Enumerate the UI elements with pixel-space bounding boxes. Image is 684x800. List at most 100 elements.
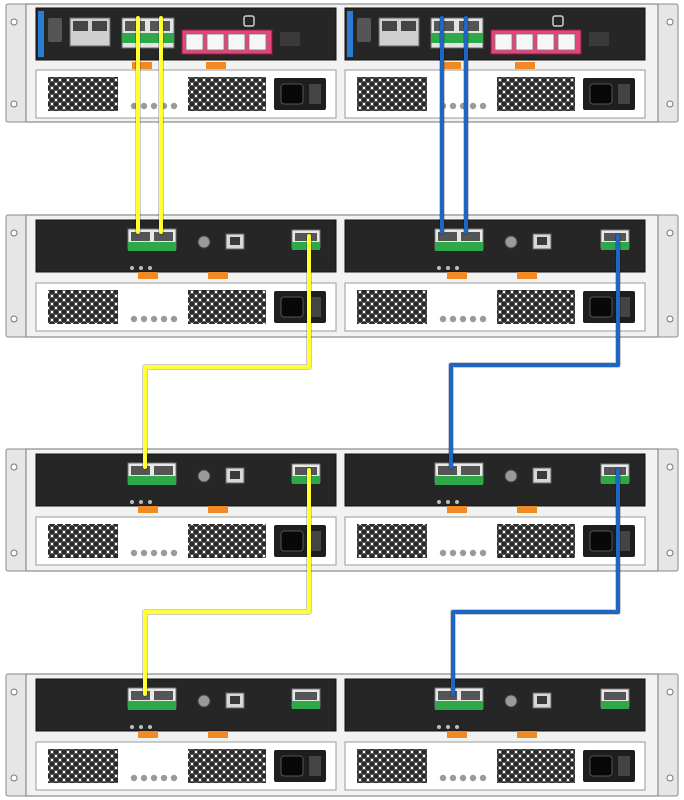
id-button[interactable] — [197, 235, 211, 249]
cable-yellow[interactable] — [143, 468, 311, 696]
ethernet-port-icon[interactable] — [225, 692, 245, 709]
usb-console-port[interactable] — [48, 18, 62, 42]
sas-port[interactable] — [438, 466, 457, 475]
power-switch[interactable] — [309, 531, 321, 551]
sas-port[interactable] — [154, 232, 173, 241]
orange-latch[interactable] — [517, 731, 537, 738]
sas-port[interactable] — [154, 691, 173, 700]
rack-screw — [10, 688, 18, 696]
sas-port-out-icon[interactable] — [600, 688, 630, 709]
orange-latch[interactable] — [517, 272, 537, 279]
sas-port-icon[interactable] — [127, 228, 177, 251]
power-switch[interactable] — [309, 297, 321, 317]
sas-port[interactable] — [461, 691, 480, 700]
ethernet-port-icon[interactable] — [532, 467, 552, 484]
host-port[interactable] — [206, 33, 225, 51]
network-port[interactable] — [382, 21, 397, 31]
controller-latch[interactable] — [38, 11, 44, 57]
network-port[interactable] — [73, 21, 88, 31]
status-led — [150, 549, 158, 557]
sas-port-out-icon[interactable] — [291, 463, 321, 484]
ethernet-port-icon[interactable] — [225, 233, 245, 250]
host-port[interactable] — [494, 33, 513, 51]
id-button[interactable] — [197, 694, 211, 708]
orange-latch[interactable] — [208, 272, 228, 279]
orange-latch[interactable] — [206, 62, 226, 69]
power-switch[interactable] — [309, 756, 321, 776]
orange-latch[interactable] — [517, 506, 537, 513]
controller-latch[interactable] — [347, 11, 353, 57]
orange-latch[interactable] — [208, 731, 228, 738]
host-port[interactable] — [227, 33, 246, 51]
sas-port-out-icon[interactable] — [291, 688, 321, 709]
ethernet-port-icon[interactable] — [532, 233, 552, 250]
host-port[interactable] — [536, 33, 555, 51]
id-button[interactable] — [504, 235, 518, 249]
power-switch[interactable] — [618, 531, 630, 551]
sas-port[interactable] — [461, 466, 480, 475]
orange-latch[interactable] — [138, 506, 158, 513]
sas-port[interactable] — [154, 466, 173, 475]
id-button[interactable] — [197, 469, 211, 483]
controller-enclosure — [5, 3, 679, 123]
id-button[interactable] — [504, 694, 518, 708]
sas-port-icon[interactable] — [434, 687, 484, 710]
sas-port-label-strip — [435, 476, 483, 485]
orange-latch[interactable] — [132, 62, 152, 69]
cable-blue[interactable] — [451, 468, 620, 696]
sas-port-out-icon[interactable] — [291, 229, 321, 250]
sas-port[interactable] — [131, 466, 150, 475]
orange-latch[interactable] — [447, 272, 467, 279]
power-switch[interactable] — [618, 756, 630, 776]
sas-port[interactable] — [438, 232, 457, 241]
rack-screw — [10, 100, 18, 108]
orange-latch[interactable] — [441, 62, 461, 69]
rack-screw — [666, 549, 674, 557]
power-socket — [589, 296, 613, 318]
sas-port-label-strip — [128, 476, 176, 485]
module-led — [455, 725, 459, 729]
orange-latch[interactable] — [447, 731, 467, 738]
io-module-b — [344, 678, 646, 732]
power-switch[interactable] — [618, 84, 630, 104]
host-port[interactable] — [557, 33, 576, 51]
cable-yellow[interactable] — [143, 234, 311, 469]
sas-port[interactable] — [438, 691, 457, 700]
network-port[interactable] — [401, 21, 416, 31]
label-area — [589, 32, 609, 46]
orange-latch[interactable] — [138, 272, 158, 279]
sas-port-icon[interactable] — [434, 462, 484, 485]
sas-port[interactable] — [131, 232, 150, 241]
sas-port-icon[interactable] — [434, 228, 484, 251]
status-led — [150, 315, 158, 323]
orange-latch[interactable] — [515, 62, 535, 69]
host-port[interactable] — [248, 33, 267, 51]
sas-port-label-strip — [292, 476, 320, 484]
power-switch[interactable] — [618, 297, 630, 317]
status-led — [469, 774, 477, 782]
sas-port-out-icon[interactable] — [600, 463, 630, 484]
id-button[interactable] — [504, 469, 518, 483]
io-module-a — [35, 219, 337, 273]
sas-port[interactable] — [461, 232, 480, 241]
orange-latch[interactable] — [138, 731, 158, 738]
sas-port[interactable] — [125, 21, 145, 31]
module-led — [130, 266, 134, 270]
usb-console-port[interactable] — [357, 18, 371, 42]
sas-port-icon[interactable] — [127, 687, 177, 710]
sas-port[interactable] — [459, 21, 479, 31]
sas-port-icon[interactable] — [127, 462, 177, 485]
power-inlet-icon — [274, 750, 326, 782]
orange-latch[interactable] — [447, 506, 467, 513]
sas-port-out-icon[interactable] — [600, 229, 630, 250]
power-switch[interactable] — [309, 84, 321, 104]
ethernet-port-icon[interactable] — [532, 692, 552, 709]
sas-port[interactable] — [131, 691, 150, 700]
host-port[interactable] — [185, 33, 204, 51]
host-port[interactable] — [515, 33, 534, 51]
network-port[interactable] — [92, 21, 107, 31]
orange-latch[interactable] — [208, 506, 228, 513]
ethernet-port-icon[interactable] — [225, 467, 245, 484]
cable-blue[interactable] — [449, 234, 620, 469]
